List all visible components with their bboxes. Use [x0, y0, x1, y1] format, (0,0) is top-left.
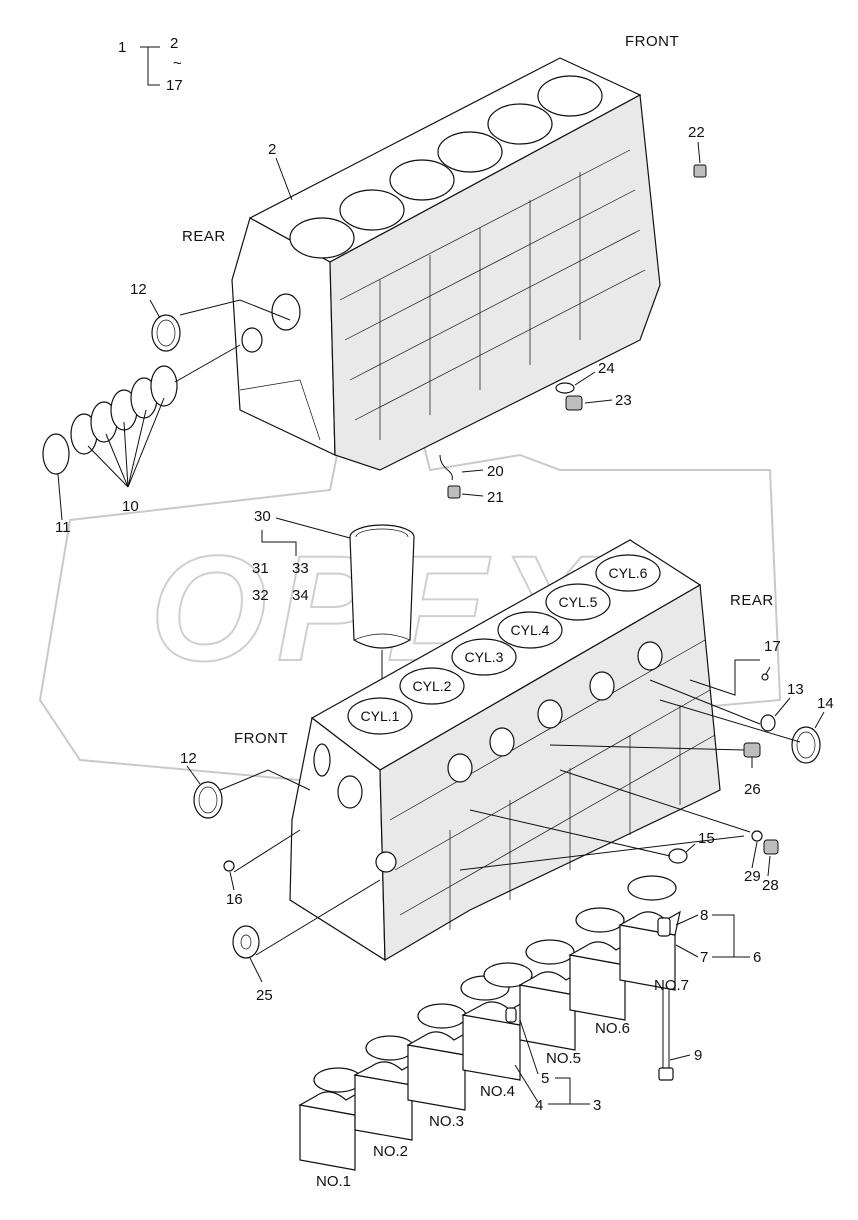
- cap-label-5: NO.5: [546, 1050, 581, 1067]
- bearing-cap-1: [298, 1067, 363, 1171]
- cyl-5-label: CYL.5: [559, 594, 598, 610]
- cap-label-1: NO.1: [316, 1173, 351, 1190]
- lower-fittings: [193, 673, 821, 959]
- cyl-4-label: CYL.4: [511, 622, 550, 638]
- plug-15: [668, 848, 688, 864]
- bearing-cap-7: [618, 875, 681, 991]
- callout-17-lower: 17: [764, 638, 781, 655]
- callout-28: 28: [762, 877, 779, 894]
- callout-31: 31: [252, 560, 269, 577]
- callout-26: 26: [744, 781, 761, 798]
- cylinder-bores: CYL.1 CYL.2 CYL.3 CYL.4 CYL.5 CYL.6: [347, 554, 661, 735]
- o-ring-13: [760, 714, 776, 732]
- callout-17: 17: [166, 77, 183, 94]
- callout-6: 6: [753, 949, 761, 966]
- bearing-cap-6: [568, 907, 631, 1021]
- upper-fittings: [42, 164, 707, 499]
- plug-22: [693, 164, 707, 178]
- callout-32: 32: [252, 587, 269, 604]
- callout-16: 16: [226, 891, 243, 908]
- callout-22: 22: [688, 124, 705, 141]
- cyl-2-label: CYL.2: [413, 678, 452, 694]
- callout-labels: 1 2 ~ 17 FRONT 2 22 REAR 12 24 23 20 21 …: [55, 33, 834, 1114]
- callout-24: 24: [598, 360, 615, 377]
- bore-cyl-2: [399, 667, 465, 705]
- bearing-cap-2: [353, 1035, 417, 1141]
- plug-23: [565, 395, 583, 411]
- rear-label-bottom: REAR: [730, 592, 774, 609]
- cap-leaders: [514, 914, 750, 1105]
- callout-13: 13: [787, 681, 804, 698]
- cylinder-liner: [349, 524, 415, 700]
- callout-14: 14: [817, 695, 834, 712]
- callout-1: 1: [118, 39, 126, 56]
- bearing-cap-4: [460, 962, 533, 1081]
- callout-15: 15: [698, 830, 715, 847]
- cap-label-7: NO.7: [654, 977, 689, 994]
- callout-20: 20: [487, 463, 504, 480]
- plug-28: [763, 839, 779, 855]
- callout-3: 3: [593, 1097, 601, 1114]
- callout-25: 25: [256, 987, 273, 1004]
- leader-30: [275, 517, 351, 539]
- callout-12-upper: 12: [130, 281, 147, 298]
- bolt-21: [447, 485, 461, 499]
- upper-cylinder-block: [231, 57, 661, 471]
- callout-tilde: ~: [173, 55, 182, 72]
- bore-cyl-3: [451, 638, 517, 676]
- front-label-top: FRONT: [625, 33, 679, 50]
- bore-cyl-1: [347, 697, 413, 735]
- bracket-31-33: [261, 530, 297, 556]
- plug-25: [232, 925, 260, 959]
- callout-2: 2: [170, 35, 178, 52]
- callout-4: 4: [535, 1097, 543, 1114]
- callout-34: 34: [292, 587, 309, 604]
- cyl-6-label: CYL.6: [609, 565, 648, 581]
- callout-12-lower: 12: [180, 750, 197, 767]
- plug-26: [743, 742, 761, 758]
- callout-21: 21: [487, 489, 504, 506]
- callout-11: 11: [55, 519, 71, 536]
- bearing-cap-5: [518, 939, 581, 1051]
- callout-2-block: 2: [268, 141, 276, 158]
- o-ring-16: [223, 860, 235, 872]
- cap-label-2: NO.2: [373, 1143, 408, 1160]
- cyl-3-label: CYL.3: [465, 649, 504, 665]
- seal-12-lower: [193, 781, 223, 819]
- callout-30: 30: [254, 508, 271, 525]
- front-label-bottom: FRONT: [234, 730, 288, 747]
- rear-label-top: REAR: [182, 228, 226, 245]
- callout-23: 23: [615, 392, 632, 409]
- seal-12-upper: [151, 314, 181, 352]
- bore-cyl-4: [497, 611, 563, 649]
- upper-leaders: [57, 46, 701, 521]
- cap-label-4: NO.4: [480, 1083, 515, 1100]
- o-ring-24: [555, 382, 575, 394]
- callout-29: 29: [744, 868, 761, 885]
- pipe-20: [439, 454, 453, 481]
- cap-label-6: NO.6: [595, 1020, 630, 1037]
- bearing-caps: [298, 875, 681, 1171]
- callout-9: 9: [694, 1047, 702, 1064]
- cam-bushings: [42, 365, 178, 475]
- callout-5: 5: [541, 1070, 549, 1087]
- cap-label-3: NO.3: [429, 1113, 464, 1130]
- callout-33: 33: [292, 560, 309, 577]
- callout-8: 8: [700, 907, 708, 924]
- cap-bolt-9: [658, 990, 674, 1081]
- bearing-cap-3: [406, 1003, 469, 1111]
- ball-17: [761, 673, 769, 681]
- callout-10: 10: [122, 498, 139, 515]
- o-ring-29: [751, 830, 763, 842]
- bore-cyl-5: [545, 583, 611, 621]
- seal-14: [791, 726, 821, 764]
- bore-cyl-6: [595, 554, 661, 592]
- callout-7: 7: [700, 949, 708, 966]
- cyl-1-label: CYL.1: [361, 708, 400, 724]
- lower-leaders: [186, 659, 825, 983]
- cap-number-labels: NO.1 NO.2 NO.3 NO.4 NO.5 NO.6 NO.7: [316, 977, 689, 1190]
